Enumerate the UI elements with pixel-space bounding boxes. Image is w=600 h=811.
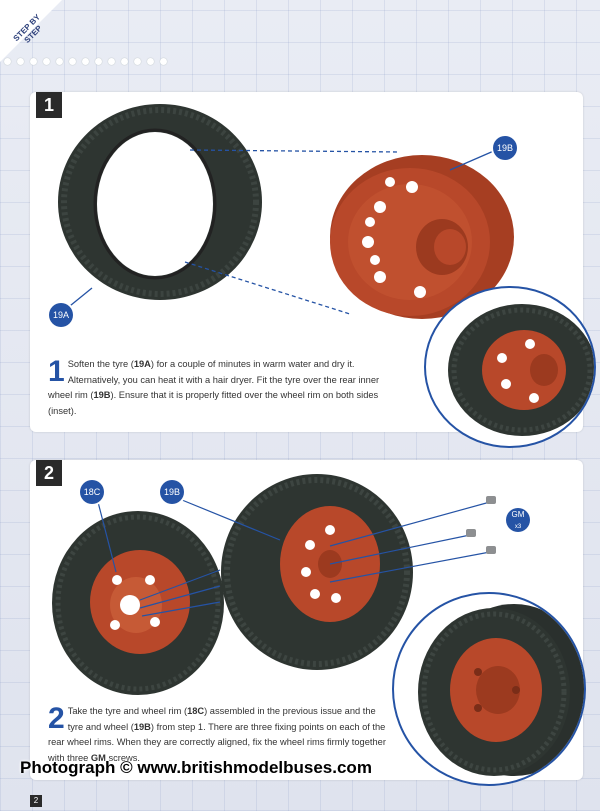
guide-line [329,501,491,547]
callout-18c: 18C [80,480,104,504]
step-1-caption: 1 Soften the tyre (19A) for a couple of … [48,355,380,416]
wheel-18c-image [52,511,224,695]
step-1-initial: 1 [48,355,65,388]
callout-19b: 19B [493,136,517,160]
photo-credit-watermark: Photograph © www.britishmodelbuses.com [20,758,372,777]
guide-line [141,601,221,617]
guide-line [189,149,401,153]
corner-triangle [0,0,62,62]
step-1-illustration [58,104,514,319]
inset-wheel-pair-image [418,604,584,776]
callout-19b-step2: 19B [160,480,184,504]
guide-line [184,261,351,315]
callout-leader [181,499,281,541]
header-dots [4,58,167,65]
tyre-19a-image [58,104,262,300]
step-2-initial: 2 [48,702,65,735]
page-number: 2 [30,795,42,807]
guide-line [139,569,221,601]
callout-leader [449,149,497,171]
guide-line [329,551,491,583]
callout-leader [97,501,117,573]
step-2-badge: 2 [36,460,62,486]
rim-19b-image [330,155,514,319]
step-2-inset [392,592,586,786]
step-1-badge: 1 [36,92,62,118]
guide-line [329,534,471,565]
step-2-illustration [52,474,496,695]
step-2-caption: 2 Take the tyre and wheel rim (18C) asse… [48,702,386,763]
step-by-step-tab: STEP BY STEP [0,0,70,70]
guide-line [139,585,221,609]
step-1-inset [424,286,596,448]
callout-19a: 19A [49,303,73,327]
inset-wheel-image [448,304,594,436]
screw-icon [466,496,496,554]
